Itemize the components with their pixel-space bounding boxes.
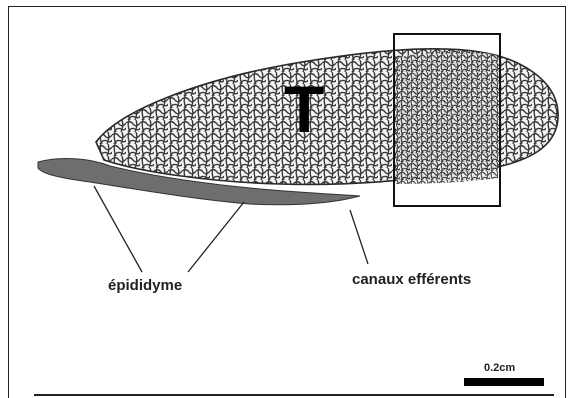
- pointer-line-epididymis-2: [188, 202, 244, 272]
- pointer-line-epididymis-1: [94, 186, 142, 272]
- rete-region: [396, 51, 498, 184]
- pointer-line-efferent: [350, 210, 368, 264]
- scale-bar: [464, 378, 544, 386]
- testis-letter: T: [284, 76, 324, 142]
- epididymis-label: épididyme: [108, 277, 182, 294]
- scale-bar-label: 0.2cm: [484, 362, 515, 374]
- efferent-ducts-label: canaux efférents: [352, 271, 471, 288]
